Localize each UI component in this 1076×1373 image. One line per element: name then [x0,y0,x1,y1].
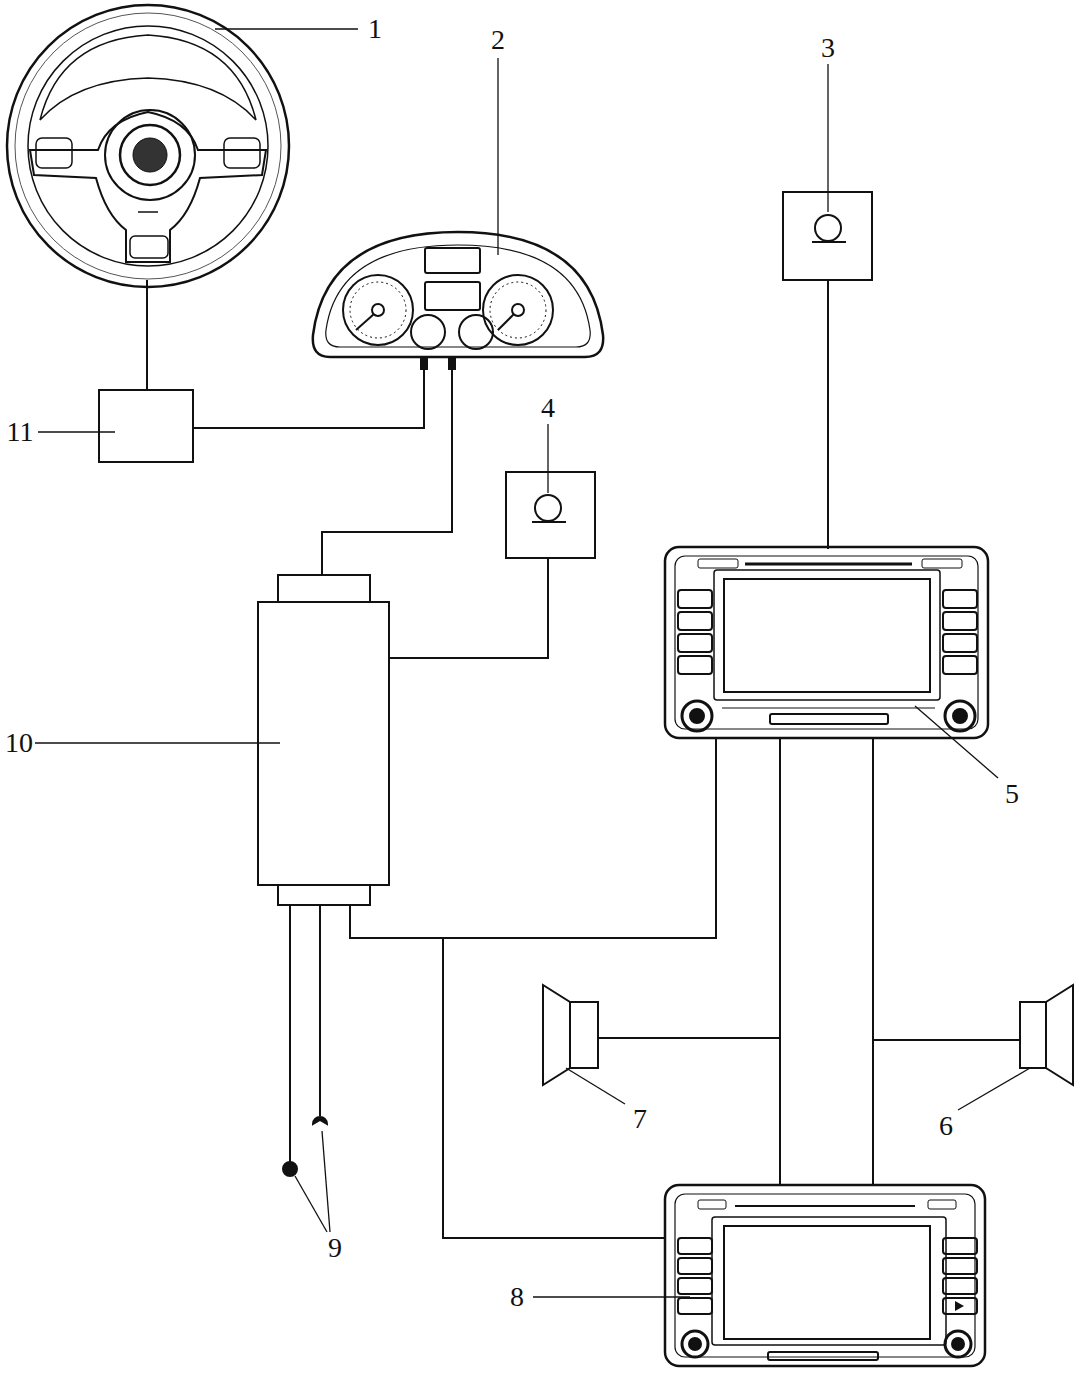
speaker [1020,985,1073,1085]
wire [598,1037,780,1039]
callout-number: 10 [3,729,35,757]
instrument-cluster [313,232,603,369]
callout-number: 8 [508,1283,526,1311]
wire [322,369,452,575]
callout-number: 7 [631,1105,649,1133]
callout-number: 4 [539,394,557,422]
wire [146,280,148,390]
leader-line [32,29,1030,1297]
steering-wheel [7,5,289,287]
head-unit [665,1185,985,1366]
wire [193,369,424,428]
antenna-box [506,472,595,558]
amplifier-unit [258,575,389,905]
wire [873,1039,1020,1041]
wire [389,558,548,658]
callout-number: 2 [489,26,507,54]
callout-number: 11 [5,418,36,446]
wire [872,738,874,1185]
head-unit [665,547,988,738]
callout-number: 1 [366,15,384,43]
control-unit-box [99,390,193,462]
wire [827,280,829,549]
wire [779,738,781,1185]
callout-number: 3 [819,34,837,62]
callout-number: 9 [326,1234,344,1262]
callout-number: 5 [1003,780,1021,808]
callout-number: 6 [937,1112,955,1140]
wire [443,938,665,1238]
wire [350,738,716,938]
wire-end [283,905,327,1176]
